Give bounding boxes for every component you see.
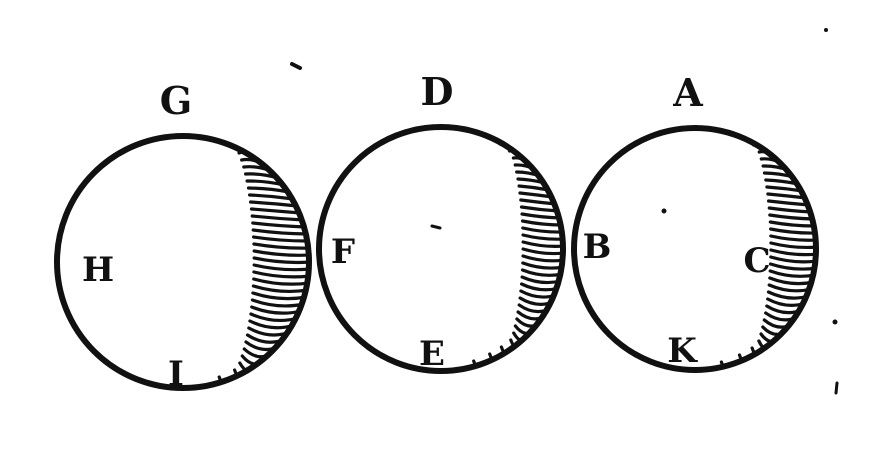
middle-circle-outline [316,124,566,374]
middle-hatch-line [521,226,563,234]
label-d: D [421,69,454,114]
label-g: G [160,78,192,123]
left-hatch-line [250,305,304,315]
left-hatch-line [252,235,309,243]
right-hatch-line [769,241,816,250]
left-crescent-shading [211,136,309,388]
left-circle-outline [54,133,312,391]
left-hatch-line [252,242,309,250]
middle-hatch-line [521,261,563,270]
label-b: B [583,227,612,267]
speck-4 [824,28,828,32]
middle-hatch-line [520,275,563,285]
speck-3 [661,208,667,214]
right-hatch-line [769,248,816,257]
left-hatch-line [251,284,309,294]
label-c: C [743,241,770,281]
label-e: E [419,334,445,374]
left-hatch-line [251,221,308,229]
right-hatch-line [768,269,816,278]
middle-circle-group: D F E [316,69,566,374]
left-circle-group: G H I [54,78,312,394]
label-k: K [667,331,698,371]
left-hatch-line [252,256,309,265]
middle-crescent-shading [469,127,563,371]
label-i: I [168,354,184,394]
speck-1 [290,62,302,70]
left-hatch-line [250,298,306,308]
right-hatch-line [767,283,814,293]
left-hatch-line [251,228,309,236]
left-hatch-line [252,263,309,272]
middle-hatch-line [521,240,563,248]
right-hatch-line [768,213,816,221]
right-hatch-line [769,255,816,264]
left-hatch-line [249,200,299,208]
right-hatch-line [769,234,816,242]
left-hatch-line [249,207,303,215]
middle-hatch-line [521,254,563,263]
middle-hatch-line [521,233,563,241]
left-hatch-line [249,312,300,323]
right-hatch-line [769,227,816,235]
print-specks [290,28,839,395]
label-a: A [672,70,703,115]
left-hatch-line [252,249,309,257]
right-hatch-line [767,206,814,214]
right-hatch-line [768,276,816,286]
speck-6 [834,381,839,395]
right-circle-group: A B C K [571,70,819,373]
left-hatch-line [250,214,305,222]
label-f: F [331,232,355,272]
left-hatch-line [252,277,309,286]
middle-hatch-line [520,268,563,277]
label-h: H [82,250,114,290]
right-hatch-line [768,262,816,271]
middle-hatch-line [521,247,563,256]
speck-5 [832,319,838,325]
speck-2 [430,224,442,230]
left-hatch-line [252,270,309,279]
middle-hatch-line [520,219,563,227]
right-circle-outline [571,125,819,373]
middle-hatch-line [520,212,563,220]
left-hatch-line [251,291,308,301]
right-hatch-line [768,220,816,228]
